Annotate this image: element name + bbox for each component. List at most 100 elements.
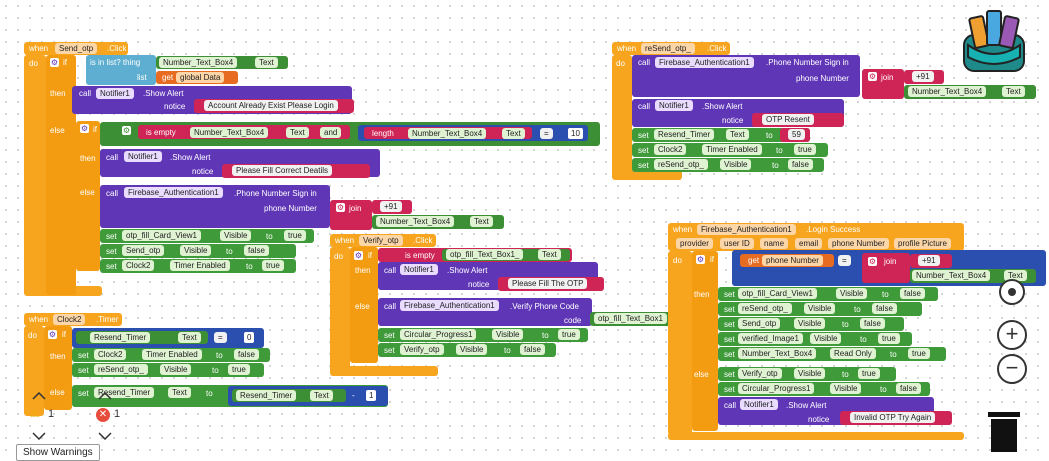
- component-dropdown[interactable]: Clock2: [94, 349, 127, 360]
- and-dropdown[interactable]: and: [320, 127, 342, 138]
- number-textbox-dropdown[interactable]: Number_Text_Box4: [408, 128, 487, 139]
- boolean-dropdown[interactable]: false: [896, 383, 921, 394]
- property-dropdown[interactable]: Visible: [830, 383, 862, 394]
- text-string[interactable]: +91: [380, 201, 402, 212]
- trash-icon[interactable]: [984, 410, 1024, 452]
- component-dropdown[interactable]: Send_otp: [738, 318, 781, 329]
- text-string[interactable]: +91: [918, 255, 940, 266]
- error-indicator[interactable]: ✕ 1: [96, 392, 136, 442]
- property-dropdown[interactable]: Visible: [836, 288, 868, 299]
- zoom-out-icon[interactable]: −: [997, 354, 1027, 384]
- property-dropdown[interactable]: Text: [726, 129, 749, 140]
- boolean-dropdown[interactable]: false: [234, 349, 259, 360]
- property-dropdown[interactable]: Visible: [794, 318, 826, 329]
- chevron-down-icon[interactable]: [32, 432, 46, 440]
- boolean-dropdown[interactable]: true: [262, 260, 284, 271]
- number-textbox-dropdown[interactable]: Number_Text_Box4: [908, 86, 987, 97]
- number-literal[interactable]: 10: [568, 128, 583, 139]
- firebase-auth-dropdown[interactable]: Firebase_Authentication1: [400, 300, 499, 311]
- equals-dropdown[interactable]: =: [214, 332, 227, 343]
- text-property-dropdown[interactable]: Text: [286, 127, 309, 138]
- component-dropdown[interactable]: reSend_otp_: [654, 159, 708, 170]
- warning-indicator[interactable]: ⚠ 1: [30, 392, 70, 442]
- property-dropdown[interactable]: Visible: [794, 368, 826, 379]
- mutator-gear-icon[interactable]: ⚙: [868, 257, 877, 266]
- property-dropdown[interactable]: Visible: [180, 245, 212, 256]
- text-string[interactable]: 59: [788, 129, 805, 140]
- property-dropdown[interactable]: Visible: [492, 329, 524, 340]
- param-profile-picture[interactable]: profile Picture: [894, 238, 951, 249]
- otp-textbox-dropdown[interactable]: otp_fill_Text_Box1: [594, 313, 667, 324]
- firebase-auth-dropdown[interactable]: Firebase_Authentication1: [124, 187, 223, 198]
- component-dropdown[interactable]: otp_fill_Card_View1: [738, 288, 818, 299]
- text-property-dropdown[interactable]: Text: [538, 249, 561, 260]
- equals-dropdown[interactable]: =: [540, 128, 553, 139]
- number-textbox-dropdown[interactable]: Number_Text_Box4: [159, 57, 238, 68]
- text-string[interactable]: +91: [912, 71, 934, 82]
- text-string[interactable]: Account Already Exist Please Login: [204, 100, 338, 111]
- show-warnings-button[interactable]: Show Warnings: [16, 444, 100, 461]
- firebase-auth-dropdown[interactable]: Firebase_Authentication1: [655, 57, 754, 68]
- mutator-gear-icon[interactable]: ⚙: [868, 72, 877, 81]
- component-dropdown[interactable]: Firebase_Authentication1: [697, 224, 796, 235]
- mutator-gear-icon[interactable]: ⚙: [50, 58, 59, 67]
- text-property-dropdown[interactable]: Text: [178, 332, 201, 343]
- text-property-dropdown[interactable]: Text: [502, 128, 525, 139]
- mutator-gear-icon[interactable]: ⚙: [354, 251, 363, 260]
- mutator-gear-icon[interactable]: ⚙: [122, 126, 131, 135]
- boolean-dropdown[interactable]: true: [284, 230, 306, 241]
- chevron-down-icon[interactable]: [98, 432, 112, 440]
- component-dropdown[interactable]: reSend_otp_: [641, 43, 695, 54]
- resend-timer-dropdown[interactable]: Resend_Timer: [236, 390, 297, 401]
- text-property-dropdown[interactable]: Text: [1002, 86, 1025, 97]
- param-user-id[interactable]: user ID: [720, 238, 754, 249]
- component-dropdown[interactable]: Circular_Progress1: [738, 383, 815, 394]
- boolean-dropdown[interactable]: false: [900, 288, 925, 299]
- boolean-dropdown[interactable]: false: [520, 344, 545, 355]
- resend-timer-dropdown[interactable]: Resend_Timer: [94, 387, 155, 398]
- property-dropdown[interactable]: Read Only: [830, 348, 876, 359]
- number-textbox-dropdown[interactable]: Number_Text_Box4: [912, 270, 991, 281]
- param-phone-number[interactable]: phone Number: [828, 238, 889, 249]
- backpack-icon[interactable]: [958, 5, 1030, 75]
- text-string[interactable]: Invalid OTP Try Again: [850, 412, 936, 423]
- notifier-dropdown[interactable]: Notifier1: [400, 264, 438, 275]
- notifier-dropdown[interactable]: Notifier1: [740, 399, 778, 410]
- component-dropdown[interactable]: Send_otp: [55, 43, 98, 54]
- property-dropdown[interactable]: Timer Enabled: [702, 144, 762, 155]
- property-dropdown[interactable]: Visible: [804, 303, 836, 314]
- property-dropdown[interactable]: Visible: [220, 230, 252, 241]
- boolean-dropdown[interactable]: true: [794, 144, 816, 155]
- component-dropdown[interactable]: otp_fill_Card_View1: [122, 230, 202, 241]
- component-dropdown[interactable]: Resend_Timer: [654, 129, 715, 140]
- component-dropdown[interactable]: Verify_otp: [738, 368, 782, 379]
- boolean-dropdown[interactable]: false: [244, 245, 269, 256]
- boolean-dropdown[interactable]: false: [872, 303, 897, 314]
- number-textbox-dropdown[interactable]: Number_Text_Box4: [190, 127, 269, 138]
- boolean-dropdown[interactable]: false: [860, 318, 885, 329]
- mutator-gear-icon[interactable]: ⚙: [80, 124, 89, 133]
- chevron-up-icon[interactable]: [98, 392, 112, 400]
- notifier-dropdown[interactable]: Notifier1: [124, 151, 162, 162]
- boolean-dropdown[interactable]: true: [558, 329, 580, 340]
- text-property-dropdown[interactable]: Text: [255, 57, 278, 68]
- text-property-dropdown[interactable]: Text: [310, 390, 333, 401]
- text-property-dropdown[interactable]: Text: [1004, 270, 1027, 281]
- variable-dropdown[interactable]: phone Number: [762, 255, 823, 266]
- mutator-gear-icon[interactable]: ⚙: [696, 255, 705, 264]
- mutator-gear-icon[interactable]: ⚙: [336, 203, 345, 212]
- boolean-dropdown[interactable]: true: [878, 333, 900, 344]
- text-property-dropdown[interactable]: Text: [168, 387, 191, 398]
- component-dropdown[interactable]: Verify_otp: [359, 235, 403, 246]
- component-dropdown[interactable]: Number_Text_Box4: [738, 348, 817, 359]
- text-string[interactable]: OTP Resent: [762, 114, 814, 125]
- component-dropdown[interactable]: verified_Image1: [738, 333, 803, 344]
- component-dropdown[interactable]: Circular_Progress1: [400, 329, 477, 340]
- global-variable-dropdown[interactable]: global Data: [176, 72, 225, 83]
- property-dropdown[interactable]: Visible: [160, 364, 192, 375]
- component-dropdown[interactable]: Send_otp: [122, 245, 165, 256]
- property-dropdown[interactable]: Visible: [810, 333, 842, 344]
- boolean-dropdown[interactable]: true: [228, 364, 250, 375]
- property-dropdown[interactable]: Visible: [720, 159, 752, 170]
- notifier-dropdown[interactable]: Notifier1: [96, 88, 134, 99]
